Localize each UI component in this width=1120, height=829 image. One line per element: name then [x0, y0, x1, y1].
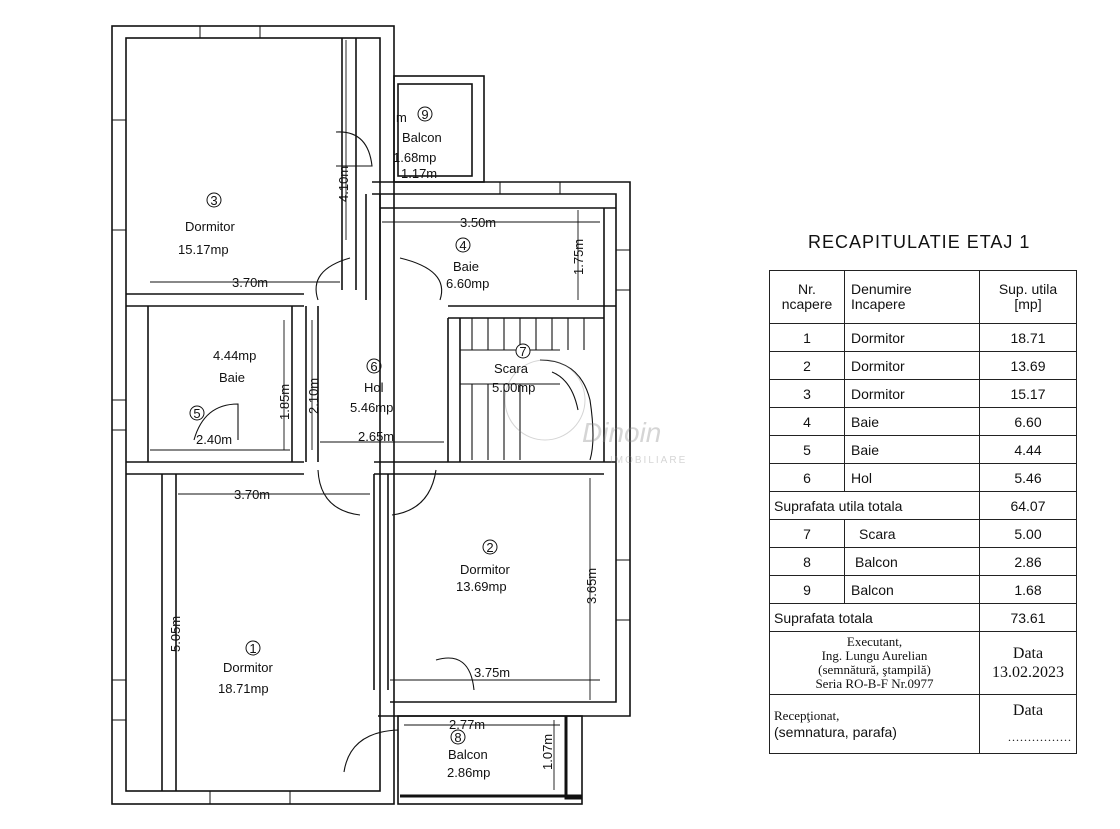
dim-1-17: 1.17m — [401, 166, 437, 181]
executant-row: Executant, Ing. Lungu Aurelian (semnătur… — [769, 631, 1077, 695]
watermark-logo: Dinoin — [582, 417, 661, 448]
dim-1-07: 1.07m — [540, 734, 555, 770]
receptionat-row: Recepţionat, (semnatura, parafa) Data ..… — [769, 694, 1077, 754]
room-5-name: Baie — [219, 370, 245, 385]
executant-block: Executant, Ing. Lungu Aurelian (semnătur… — [769, 631, 980, 695]
room-8-area: 2.86mp — [447, 765, 490, 780]
outer-wall-right-block — [372, 181, 631, 717]
room-2-name: Dormitor — [460, 562, 511, 577]
room-3-area: 15.17mp — [178, 242, 229, 257]
dim-3-50: 3.50m — [460, 215, 496, 230]
dim-2-40: 2.40m — [196, 432, 232, 447]
dim-2-65: 2.65m — [358, 429, 394, 444]
data-block: Data 13.02.2023 — [979, 631, 1077, 695]
room-9-name: Balcon — [402, 130, 442, 145]
room-4-number: 4 — [459, 238, 466, 253]
dim-1-85: 1.85m — [277, 384, 292, 420]
room-5-area: 4.44mp — [213, 348, 256, 363]
room-7-name: Scara — [494, 361, 529, 376]
floor-plan: Dinoin IMOBILIARE 3 Dormitor 15.17mp 4 B… — [111, 25, 687, 805]
room-8-number: 8 — [454, 730, 461, 745]
room-labels: 3 Dormitor 15.17mp 4 Baie 6.60mp 4.44mp … — [178, 106, 535, 780]
dim-m: m — [396, 110, 407, 125]
room-9-number: 9 — [421, 107, 428, 122]
room-1-area: 18.71mp — [218, 681, 269, 696]
dim-5-05: 5.05m — [168, 616, 183, 652]
dim-3-70-mid: 3.70m — [234, 487, 270, 502]
balcony-9-inner — [397, 83, 473, 177]
dim-1-75: 1.75m — [571, 239, 586, 275]
room-3-name: Dormitor — [185, 219, 236, 234]
room-6-area: 5.46mp — [350, 400, 393, 415]
inner-wall-right-block — [372, 193, 617, 703]
room-8-name: Balcon — [448, 747, 488, 762]
room-7-number: 7 — [519, 344, 526, 359]
room-3-number: 3 — [210, 193, 217, 208]
room-6-number: 6 — [370, 359, 377, 374]
room-7-area: 5.00mp — [492, 380, 535, 395]
dim-2-77: 2.77m — [449, 717, 485, 732]
dim-3-70-top: 3.70m — [232, 275, 268, 290]
header-nr: Nr.ncapere — [769, 270, 845, 324]
dim-3-75: 3.75m — [474, 665, 510, 680]
balcony-9-outline — [393, 75, 485, 183]
watermark: Dinoin IMOBILIARE — [504, 359, 687, 466]
room-6-name: Hol — [364, 380, 384, 395]
dim-4-10: 4.10m — [336, 166, 351, 202]
room-2-number: 2 — [486, 540, 493, 555]
room-4-name: Baie — [453, 259, 479, 274]
inner-wall-left-block — [125, 37, 381, 792]
room-1-name: Dormitor — [223, 660, 274, 675]
dim-3-65: 3.65m — [584, 568, 599, 604]
room-1-number: 1 — [249, 641, 256, 656]
room-2-area: 13.69mp — [456, 579, 507, 594]
watermark-sub: IMOBILIARE — [610, 455, 687, 466]
room-4-area: 6.60mp — [446, 276, 489, 291]
receptionat-block: Recepţionat, (semnatura, parafa) — [769, 694, 980, 754]
recap-title: RECAPITULATIE ETAJ 1 — [808, 232, 1031, 252]
header-suprafata: Sup. utila[mp] — [979, 270, 1077, 324]
data-block-2: Data ................ — [979, 694, 1077, 754]
outer-wall-left-block — [111, 25, 395, 805]
dimension-labels: 3.70m 4.10m 3.50m 1.75m 1.85m 2.10m 2.40… — [168, 110, 599, 770]
room-9-area: 1.68mp — [393, 150, 436, 165]
room-5-number: 5 — [193, 406, 200, 421]
dim-2-10: 2.10m — [306, 378, 321, 414]
